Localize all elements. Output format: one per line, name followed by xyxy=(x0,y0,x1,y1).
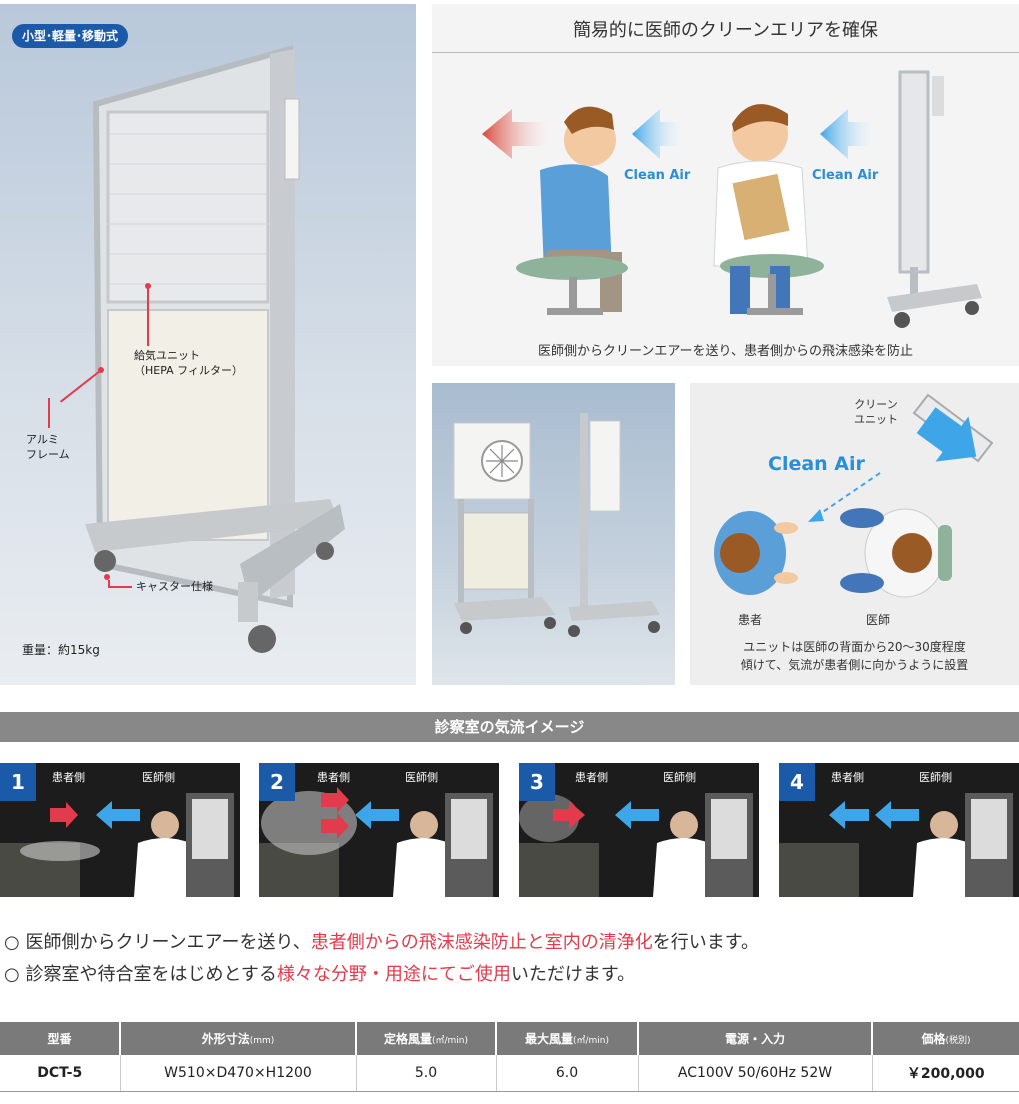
installation-note: ユニットは医師の背面から20～30度程度 傾けて、気流が患者側に向かうように設置 xyxy=(740,640,969,672)
table-row: DCT-5 W510×D470×H1200 5.0 6.0 AC100V 50/… xyxy=(0,1055,1019,1092)
cell-max-airflow: 6.0 xyxy=(496,1055,639,1092)
doctor-label: 医師 xyxy=(866,613,891,627)
illustration-caption: 医師側からクリーンエアーを送り、患者側からの飛沫感染を防止 xyxy=(537,344,914,359)
bullet-mark: ○ xyxy=(4,932,20,953)
filter-callout-line xyxy=(147,286,149,346)
step-number-2: 2 xyxy=(259,763,295,801)
step-number-3: 3 xyxy=(519,763,555,801)
clean-air-label: Clean Air xyxy=(768,453,865,475)
clean-unit-label: クリーン ユニット xyxy=(854,398,898,426)
step-panel-3: 3 患者側 医師側 xyxy=(519,763,759,897)
step-doctor-side-3: 医師側 xyxy=(663,771,696,784)
step-photo-2 xyxy=(259,787,493,897)
step-photo-3 xyxy=(519,793,753,897)
feature-bullet-2: ○ 診察室や待合室をはじめとする様々な分野・用途にてご使用いただけます。 xyxy=(4,960,635,986)
header-model: 型番 xyxy=(0,1022,121,1055)
header-price: 価格(税別) xyxy=(872,1022,1019,1055)
step-patient-side-3: 患者側 xyxy=(575,771,608,784)
step-number-4: 4 xyxy=(779,763,815,801)
unit-photo xyxy=(453,413,660,637)
step-doctor-side-4: 医師側 xyxy=(919,771,952,784)
cell-power: AC100V 50/60Hz 52W xyxy=(638,1055,873,1092)
step-patient-side-4: 患者側 xyxy=(831,771,864,784)
step-panel-4: 4 患者側 医師側 xyxy=(779,763,1019,897)
illustration-title: 簡易的に医師のクリーンエリアを確保 xyxy=(572,20,879,41)
step-panel-1: 1 患者側 医師側 xyxy=(0,763,240,897)
filter-callout: 給気ユニット （HEPA フィルター） xyxy=(134,349,243,377)
step-photo-1 xyxy=(0,793,234,897)
spec-header-row: 型番 外形寸法(mm) 定格風量(㎥/min) 最大風量(㎥/min) 電源・入… xyxy=(0,1022,1019,1055)
clean-air-label-right: Clean Air xyxy=(812,168,879,183)
cell-dimensions: W510×D470×H1200 xyxy=(120,1055,357,1092)
cell-model: DCT-5 xyxy=(0,1055,121,1092)
step-panel-2: 2 患者側 医師側 xyxy=(259,763,499,897)
bullet-text: 診察室や待合室をはじめとする xyxy=(25,964,277,985)
cell-price: ￥200,000 xyxy=(872,1055,1019,1092)
unit-photo-panel xyxy=(432,383,675,685)
section-title-bar: 診察室の気流イメージ xyxy=(0,712,1019,742)
weight-label: 重量：約15kg xyxy=(22,643,100,657)
installation-diagram xyxy=(714,393,994,598)
clean-air-label-left: Clean Air xyxy=(624,168,691,183)
product-illustration xyxy=(85,45,345,653)
feature-badge: 小型･軽量･移動式 xyxy=(12,24,129,48)
caster-callout: キャスター仕様 xyxy=(136,580,213,593)
bullet-text-end: いただけます。 xyxy=(510,964,636,985)
product-photo-panel: 小型･軽量･移動式 給気ユニット （HEPA フィルター） アルミ フレーム キ… xyxy=(0,4,416,685)
installation-diagram-panel: クリーン ユニット Clean Air 患者 医師 ユニットは医師の背面から20… xyxy=(690,383,1019,685)
bullet-highlight: 患者側からの飛沫感染防止と室内の清浄化 xyxy=(310,932,653,953)
bullet-text: 医師側からクリーンエアーを送り、 xyxy=(25,932,311,953)
step-number-1: 1 xyxy=(0,763,36,801)
step-photo-4 xyxy=(779,793,1013,897)
caster-callout-dot xyxy=(104,574,110,580)
caster-callout-line xyxy=(108,580,110,588)
bullet-mark: ○ xyxy=(4,964,20,985)
header-power: 電源・入力 xyxy=(638,1022,873,1055)
step-patient-side-2: 患者側 xyxy=(317,771,350,784)
header-max-airflow: 最大風量(㎥/min) xyxy=(496,1022,639,1055)
bullet-text-end: を行います。 xyxy=(652,932,759,953)
clean-area-illustration-panel: 簡易的に医師のクリーンエリアを確保 xyxy=(432,4,1019,366)
cell-rated-airflow: 5.0 xyxy=(356,1055,497,1092)
header-rated-airflow: 定格風量(㎥/min) xyxy=(356,1022,497,1055)
header-dimensions: 外形寸法(mm) xyxy=(120,1022,357,1055)
frame-callout-line-v xyxy=(48,398,50,428)
step-patient-side-1: 患者側 xyxy=(52,771,85,784)
clean-area-illustration xyxy=(482,70,982,328)
feature-bullet-1: ○ 医師側からクリーンエアーを送り、患者側からの飛沫感染防止と室内の清浄化を行い… xyxy=(4,928,759,954)
caster-callout-line-h xyxy=(108,586,132,588)
spec-table: 型番 外形寸法(mm) 定格風量(㎥/min) 最大風量(㎥/min) 電源・入… xyxy=(0,1022,1019,1092)
frame-callout-dot xyxy=(98,367,104,373)
step-doctor-side-1: 医師側 xyxy=(142,771,175,784)
step-doctor-side-2: 医師側 xyxy=(405,771,438,784)
bullet-highlight: 様々な分野・用途にてご使用 xyxy=(276,964,511,985)
frame-callout: アルミ フレーム xyxy=(26,433,70,461)
title-divider xyxy=(432,52,1019,53)
patient-label: 患者 xyxy=(738,613,763,627)
